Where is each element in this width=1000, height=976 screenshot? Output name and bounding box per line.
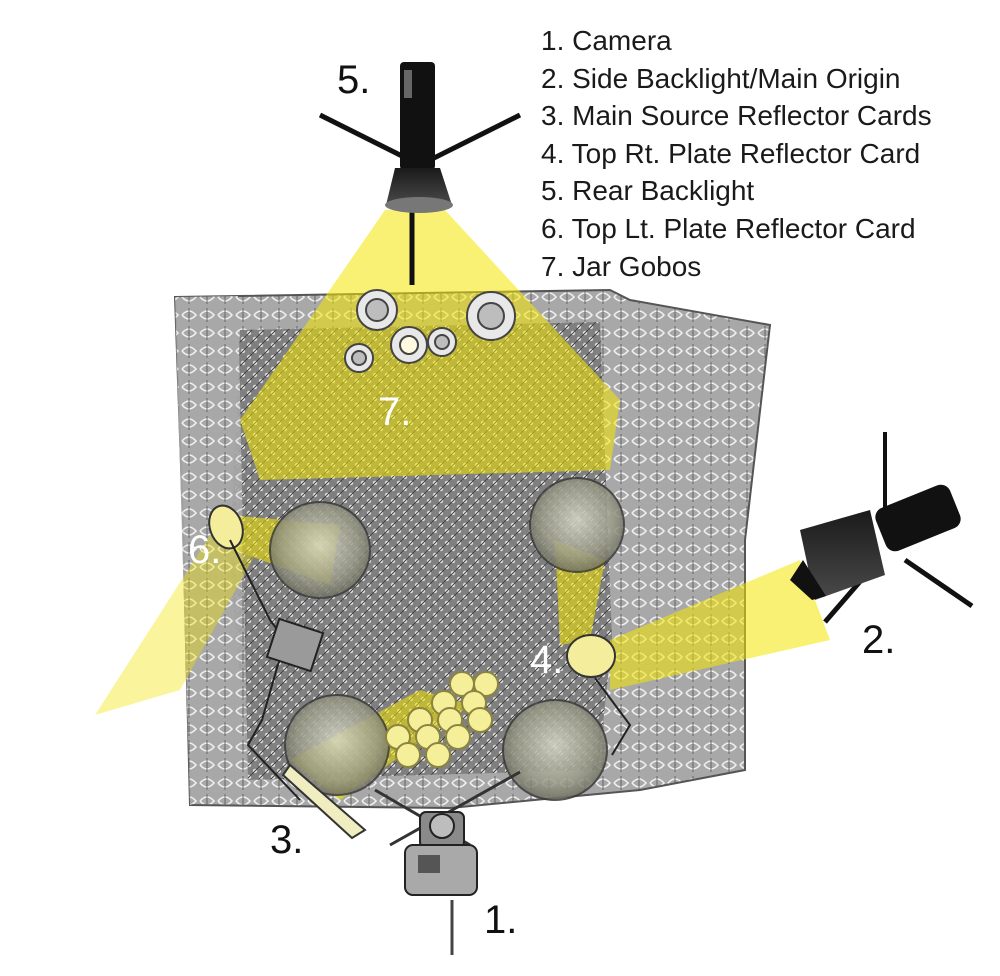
legend-item-jar-gobos: 7. Jar Gobos [541, 250, 702, 282]
rear-backlight [318, 62, 522, 285]
legend-item-side-backlight: 2. Side Backlight/Main Origin [541, 62, 901, 94]
legend-item-camera: 1. Camera [541, 25, 672, 56]
legend-item-main-reflector-cards: 3. Main Source Reflector Cards [541, 100, 932, 132]
plates [269, 477, 625, 801]
camera [374, 770, 521, 955]
callout-top-left-card: 6. [188, 528, 222, 572]
jar-gobos [344, 289, 516, 373]
side-backlight-beam [610, 560, 830, 690]
callout-jar-gobos: 7. [378, 390, 412, 434]
legend-list: 1. Camera 2. Side Backlight/Main Origin … [541, 22, 932, 285]
callout-camera: 1. [484, 898, 518, 942]
glass-rings [385, 671, 499, 768]
reflector-cards [208, 504, 632, 840]
legend-item-top-right-card: 4. Top Rt. Plate Reflector Card [541, 137, 921, 169]
plate-top-right [529, 477, 625, 573]
side-backlight [790, 432, 974, 624]
legend-item-top-left-card: 6. Top Lt. Plate Reflector Card [541, 212, 916, 244]
callout-side-backlight: 2. [862, 618, 896, 662]
callout-rear-backlight: 5. [337, 58, 371, 102]
side-fill-beam [95, 520, 255, 715]
callout-main-reflector-cards: 3. [270, 818, 304, 862]
card-four [566, 634, 616, 678]
card-three [281, 763, 367, 840]
callout-top-right-card: 4. [530, 638, 564, 682]
plate-bottom-right [502, 699, 608, 801]
clamp-block [265, 617, 325, 673]
plate-top-left [269, 501, 371, 599]
legend-item-rear-backlight: 5. Rear Backlight [541, 175, 755, 207]
